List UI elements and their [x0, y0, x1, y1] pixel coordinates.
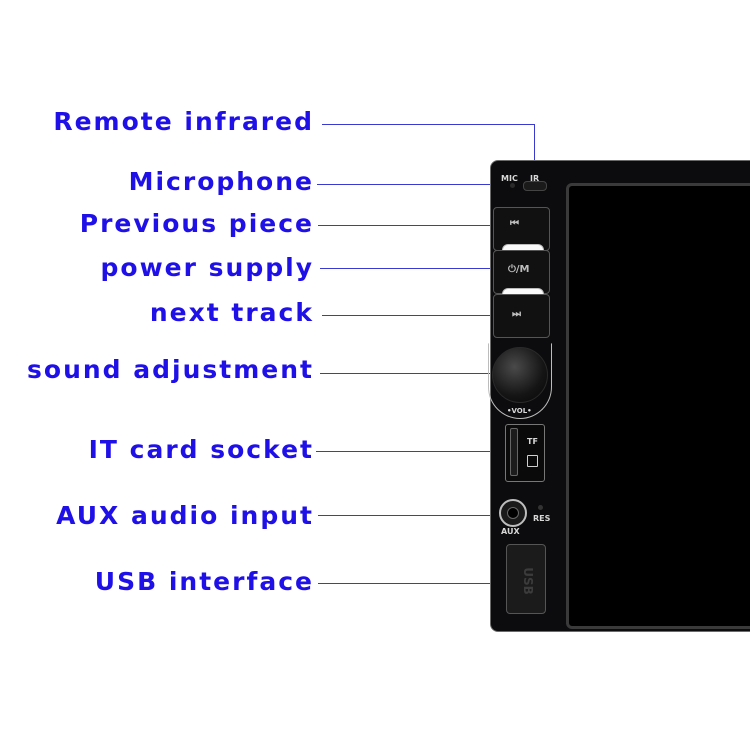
leader-it-card-socket	[316, 451, 512, 452]
microphone-hole	[510, 183, 515, 188]
aux-jack-hole	[507, 507, 519, 519]
label-microphone: Microphone	[128, 167, 314, 196]
tf-label: TF	[527, 437, 538, 446]
leader-sound-adjustment	[320, 373, 508, 374]
leader-power-supply	[320, 268, 505, 269]
label-remote-infrared: Remote infrared	[53, 107, 314, 136]
volume-knob[interactable]	[492, 347, 548, 403]
ir-label: IR	[530, 174, 540, 183]
res-label: RES	[533, 514, 551, 523]
leader-microphone	[317, 184, 511, 185]
label-power-supply: power supply	[100, 253, 314, 282]
label-usb-interface: USB interface	[94, 567, 314, 596]
tf-card-slit	[510, 428, 518, 476]
mic-label: MIC	[501, 174, 518, 183]
label-sound-adjustment: sound adjustment	[27, 355, 314, 384]
volume-ring	[488, 343, 552, 419]
label-it-card-socket: IT card socket	[88, 435, 314, 464]
aux-label: AUX	[501, 527, 520, 536]
usb-port[interactable]	[506, 544, 546, 614]
leader-usb-interface	[318, 583, 513, 584]
reset-hole[interactable]	[538, 505, 543, 510]
vol-label: •VOL•	[507, 407, 532, 415]
power-icon: ⏻/M	[508, 264, 530, 275]
infrared-receiver	[523, 181, 547, 191]
label-previous-piece: Previous piece	[79, 209, 314, 238]
usb-label: USB	[520, 567, 535, 595]
leader-previous-piece	[318, 225, 506, 226]
power-button[interactable]	[493, 250, 550, 294]
leader-next-track	[322, 315, 508, 316]
skip-forward-icon: ⏭	[512, 309, 521, 320]
display-screen	[566, 183, 750, 629]
sd-card-icon	[527, 455, 538, 467]
leader-remote-infrared	[322, 124, 535, 125]
next-button[interactable]	[493, 294, 550, 338]
leader-remote-infrared-drop	[534, 124, 535, 181]
label-next-track: next track	[149, 298, 314, 327]
leader-aux-audio-input	[318, 515, 510, 516]
label-aux-audio-input: AUX audio input	[56, 501, 314, 530]
skip-back-icon: ⏮	[510, 218, 519, 229]
